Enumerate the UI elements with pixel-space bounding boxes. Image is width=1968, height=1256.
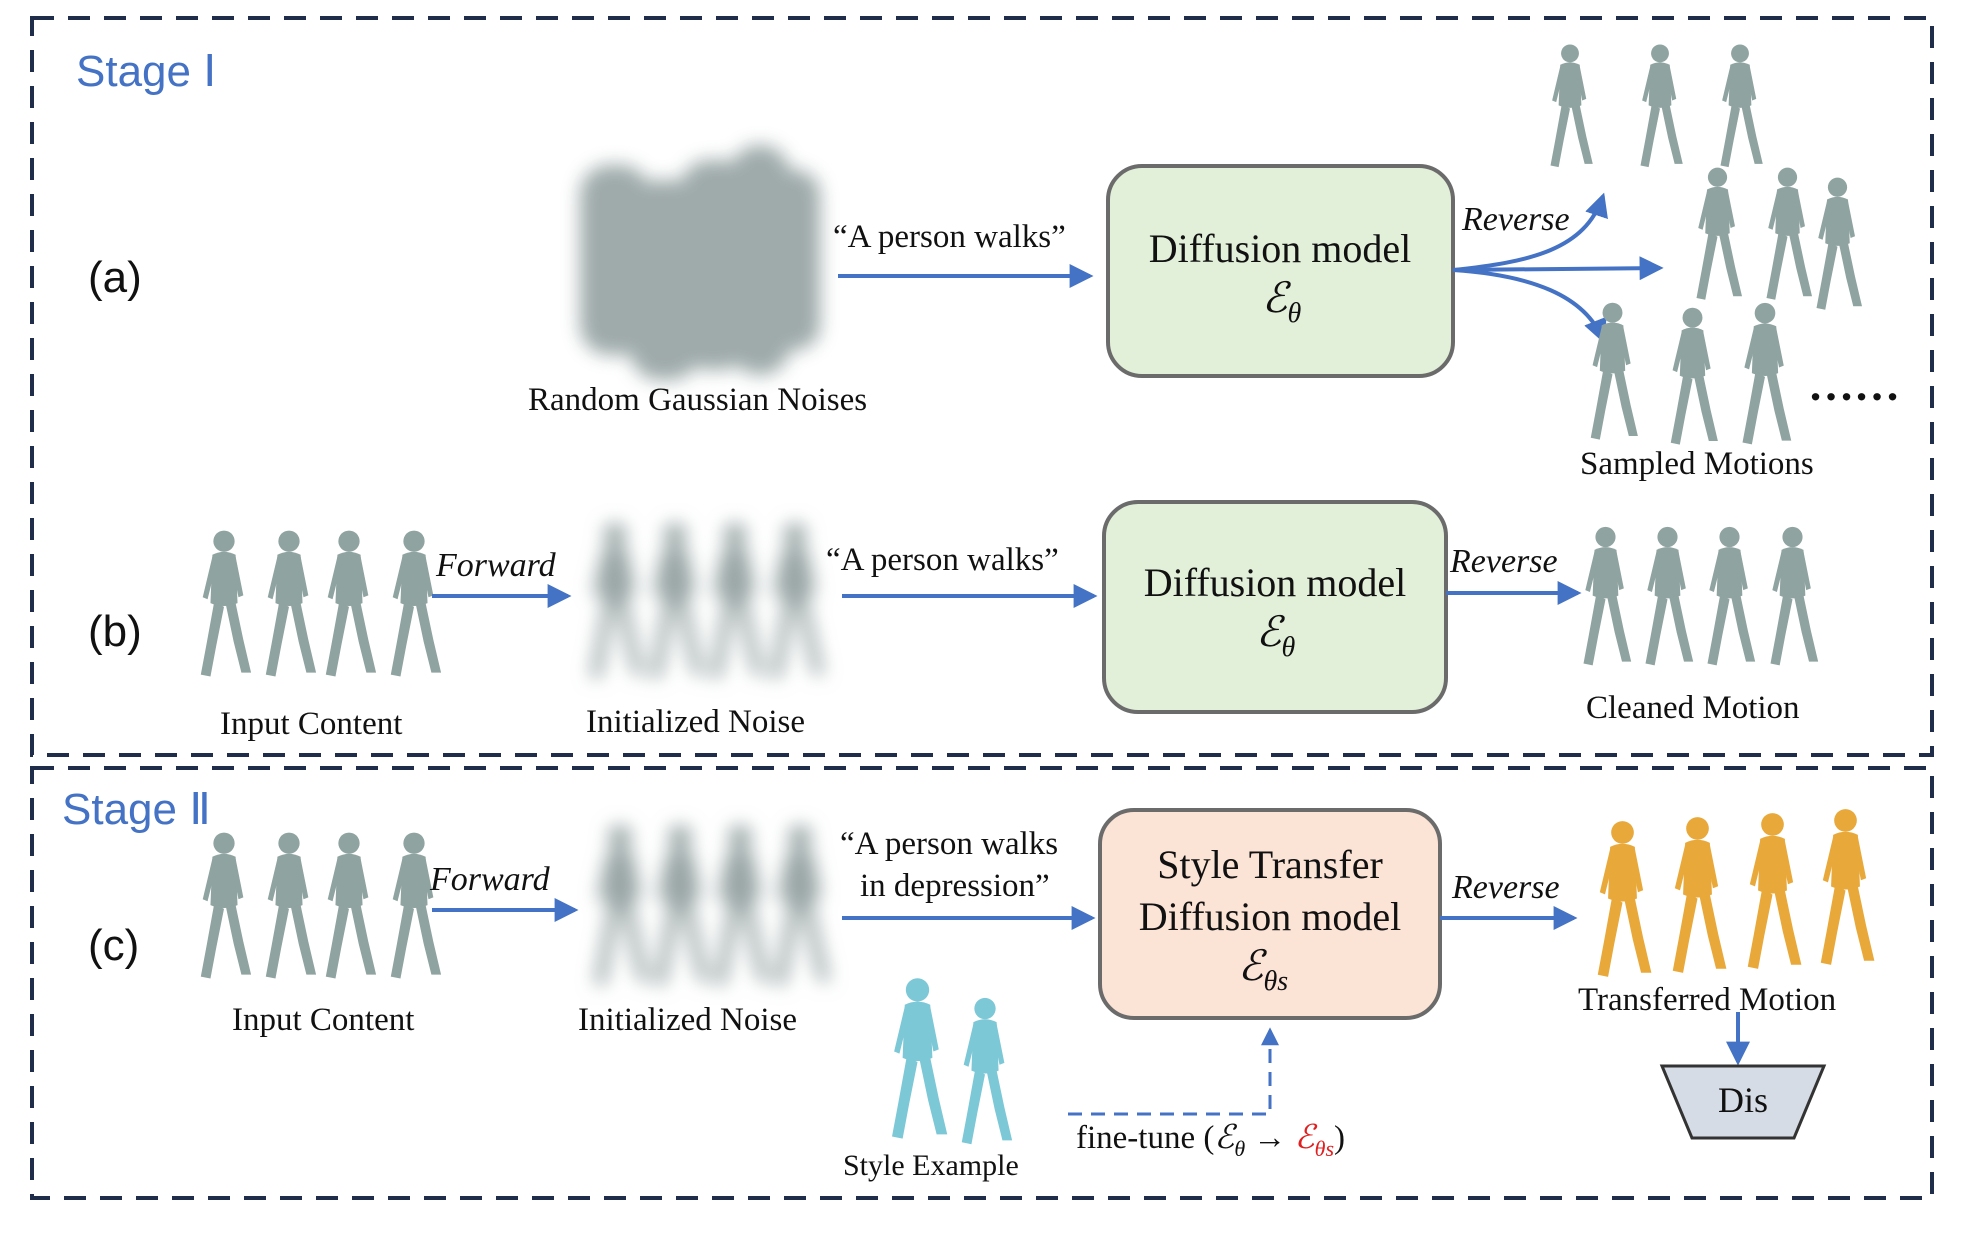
row-c-label: (c): [88, 921, 139, 970]
row-a-reverse-label: Reverse: [1461, 201, 1570, 238]
row-b-prompt: “A person walks”: [826, 542, 1059, 578]
row-b-input-content-figures: [200, 530, 442, 677]
cleaned-motion-caption: Cleaned Motion: [1586, 690, 1800, 726]
random-gaussian-noise-caption: Random Gaussian Noises: [528, 382, 867, 418]
row-b-initialized-noise-caption: Initialized Noise: [586, 704, 805, 740]
sampled-motions-caption: Sampled Motions: [1580, 446, 1814, 482]
stage2-frame: [30, 766, 1934, 1200]
row-c-reverse-label: Reverse: [1451, 869, 1560, 906]
row-a-reverse-arrows: [1452, 192, 1664, 344]
style-example-caption: Style Example: [843, 1149, 1019, 1182]
style-transfer-title-line2: Diffusion model: [1139, 894, 1402, 939]
row-c-forward-label: Forward: [429, 861, 551, 898]
random-gaussian-noise-image: [580, 145, 820, 380]
row-a-model-symbol: ℰθ: [1262, 276, 1301, 329]
row-b-forward-label: Forward: [435, 547, 557, 584]
finetune-connector: [1068, 1027, 1279, 1116]
stage2-label: Stage Ⅱ: [62, 785, 211, 834]
style-example-figures: [892, 978, 1013, 1145]
row-c-initialized-noise-image: [594, 825, 830, 986]
row-b-reverse-label: Reverse: [1449, 543, 1558, 580]
transferred-motion-caption: Transferred Motion: [1578, 982, 1836, 1018]
discriminator-block: Dis: [1659, 1064, 1827, 1140]
row-a-prompt: “A person walks”: [833, 219, 1066, 255]
stage1-label: Stage Ⅰ: [76, 47, 216, 96]
row-c-prompt-line2: in depression”: [860, 868, 1050, 904]
row-a-model-title: Diffusion model: [1149, 226, 1412, 271]
row-b-model-title: Diffusion model: [1144, 560, 1407, 605]
style-transfer-model-box: Style Transfer Diffusion model ℰθs: [1098, 808, 1442, 1020]
row-b-model-symbol: ℰθ: [1256, 610, 1295, 663]
stage1-frame: [30, 16, 1934, 757]
row-c-input-content-caption: Input Content: [232, 1002, 414, 1038]
row-a-label: (a): [88, 253, 142, 302]
discriminator-label: Dis: [1718, 1080, 1768, 1120]
sampled-motions-ellipsis: ……: [1808, 359, 1900, 410]
row-a-diffusion-model-box: Diffusion model ℰθ: [1106, 164, 1455, 378]
row-b-diffusion-model-box: Diffusion model ℰθ: [1102, 500, 1448, 714]
row-b-input-content-caption: Input Content: [220, 706, 402, 742]
transferred-motion-figures: [1597, 809, 1875, 977]
row-c-prompt-line1: “A person walks: [840, 826, 1058, 862]
finetune-label: fine-tune (ℰθ → ℰθs): [1076, 1120, 1345, 1161]
row-b-label: (b): [88, 607, 142, 656]
row-b-initialized-noise-image: [590, 523, 824, 679]
cleaned-motion-figures: [1583, 526, 1819, 666]
row-c-initialized-noise-caption: Initialized Noise: [578, 1002, 797, 1038]
row-c-input-content-figures: [200, 832, 442, 979]
style-transfer-model-symbol: ℰθs: [1238, 944, 1288, 997]
style-transfer-title-line1: Style Transfer: [1157, 842, 1383, 887]
